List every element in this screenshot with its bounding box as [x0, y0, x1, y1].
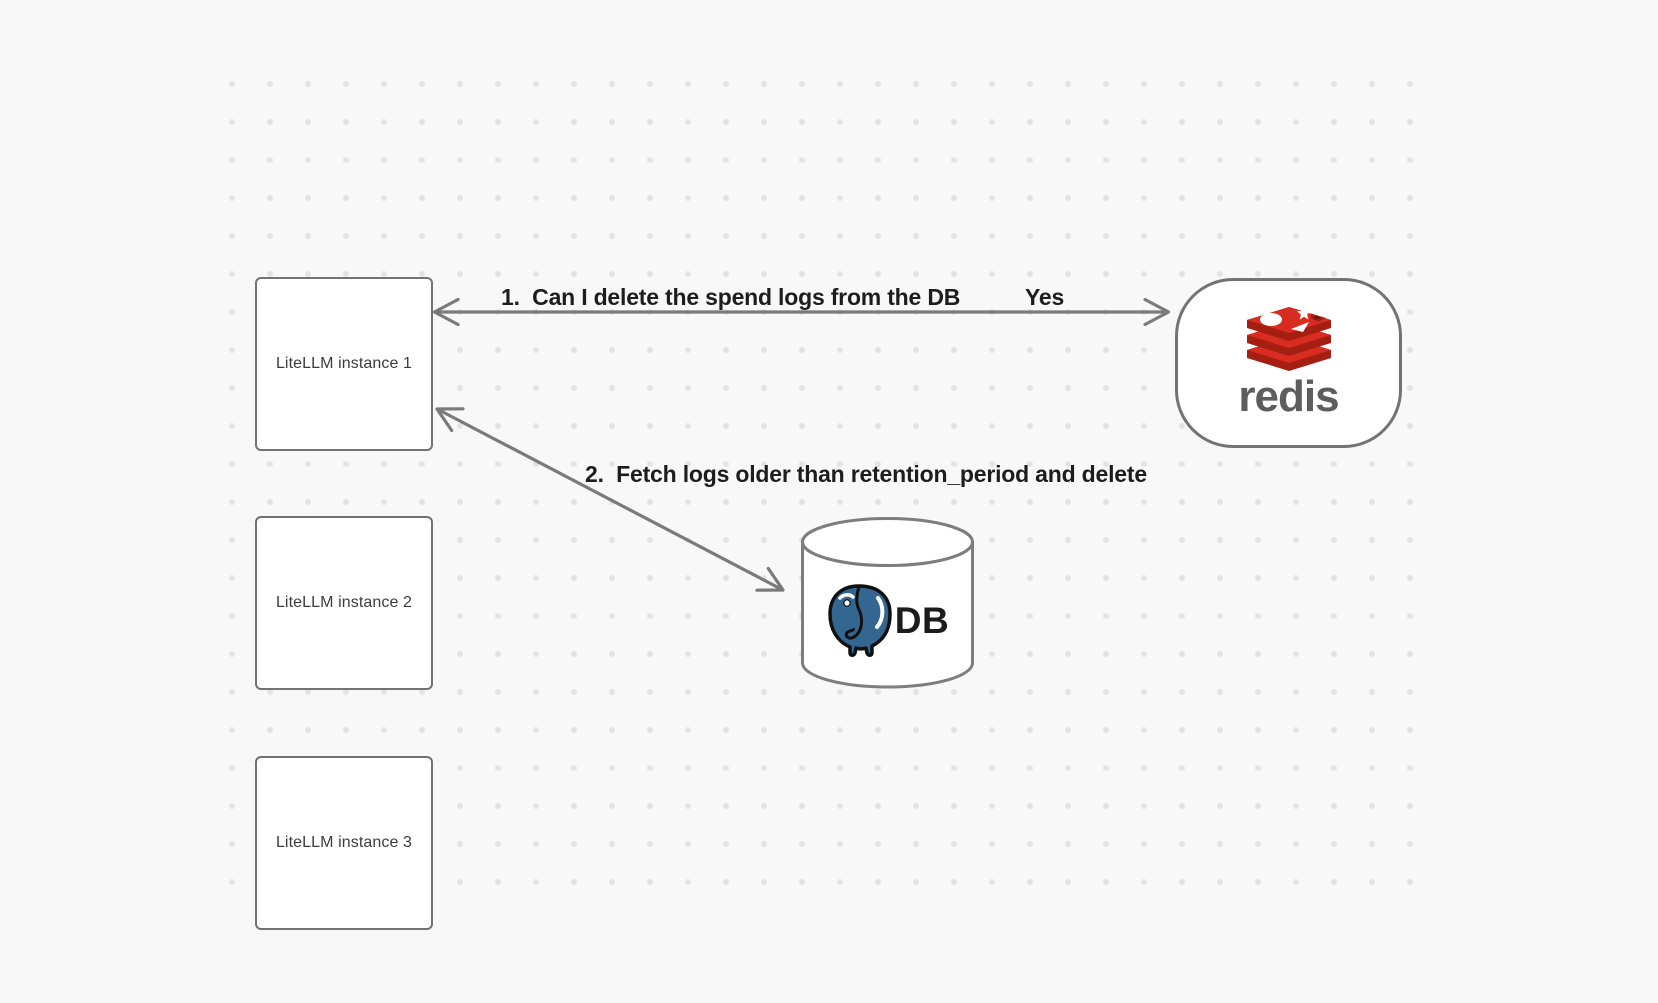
litellm-instance-1-node: LiteLLM instance 1	[255, 277, 433, 451]
db-node-content: DB	[800, 578, 975, 664]
redis-node: redis	[1175, 278, 1402, 448]
postgres-db-node: DB	[800, 516, 975, 689]
arrow-2-label: 2. Fetch logs older than retention_perio…	[585, 461, 1147, 487]
litellm-instance-3-label: LiteLLM instance 3	[275, 834, 413, 851]
arrow-1-label: 1. Can I delete the spend logs from the …	[501, 284, 961, 310]
litellm-instance-3-node: LiteLLM instance 3	[255, 756, 433, 930]
litellm-instance-2-label: LiteLLM instance 2	[275, 594, 413, 611]
postgresql-logo-icon	[828, 584, 892, 657]
litellm-instance-1-label: LiteLLM instance 1	[275, 355, 413, 372]
redis-wordmark: redis	[1238, 372, 1339, 421]
arrow-1-answer-label: Yes	[1025, 284, 1065, 310]
litellm-instance-2-node: LiteLLM instance 2	[255, 516, 433, 690]
redis-logo-icon	[1246, 307, 1331, 371]
db-label: DB	[894, 600, 950, 641]
